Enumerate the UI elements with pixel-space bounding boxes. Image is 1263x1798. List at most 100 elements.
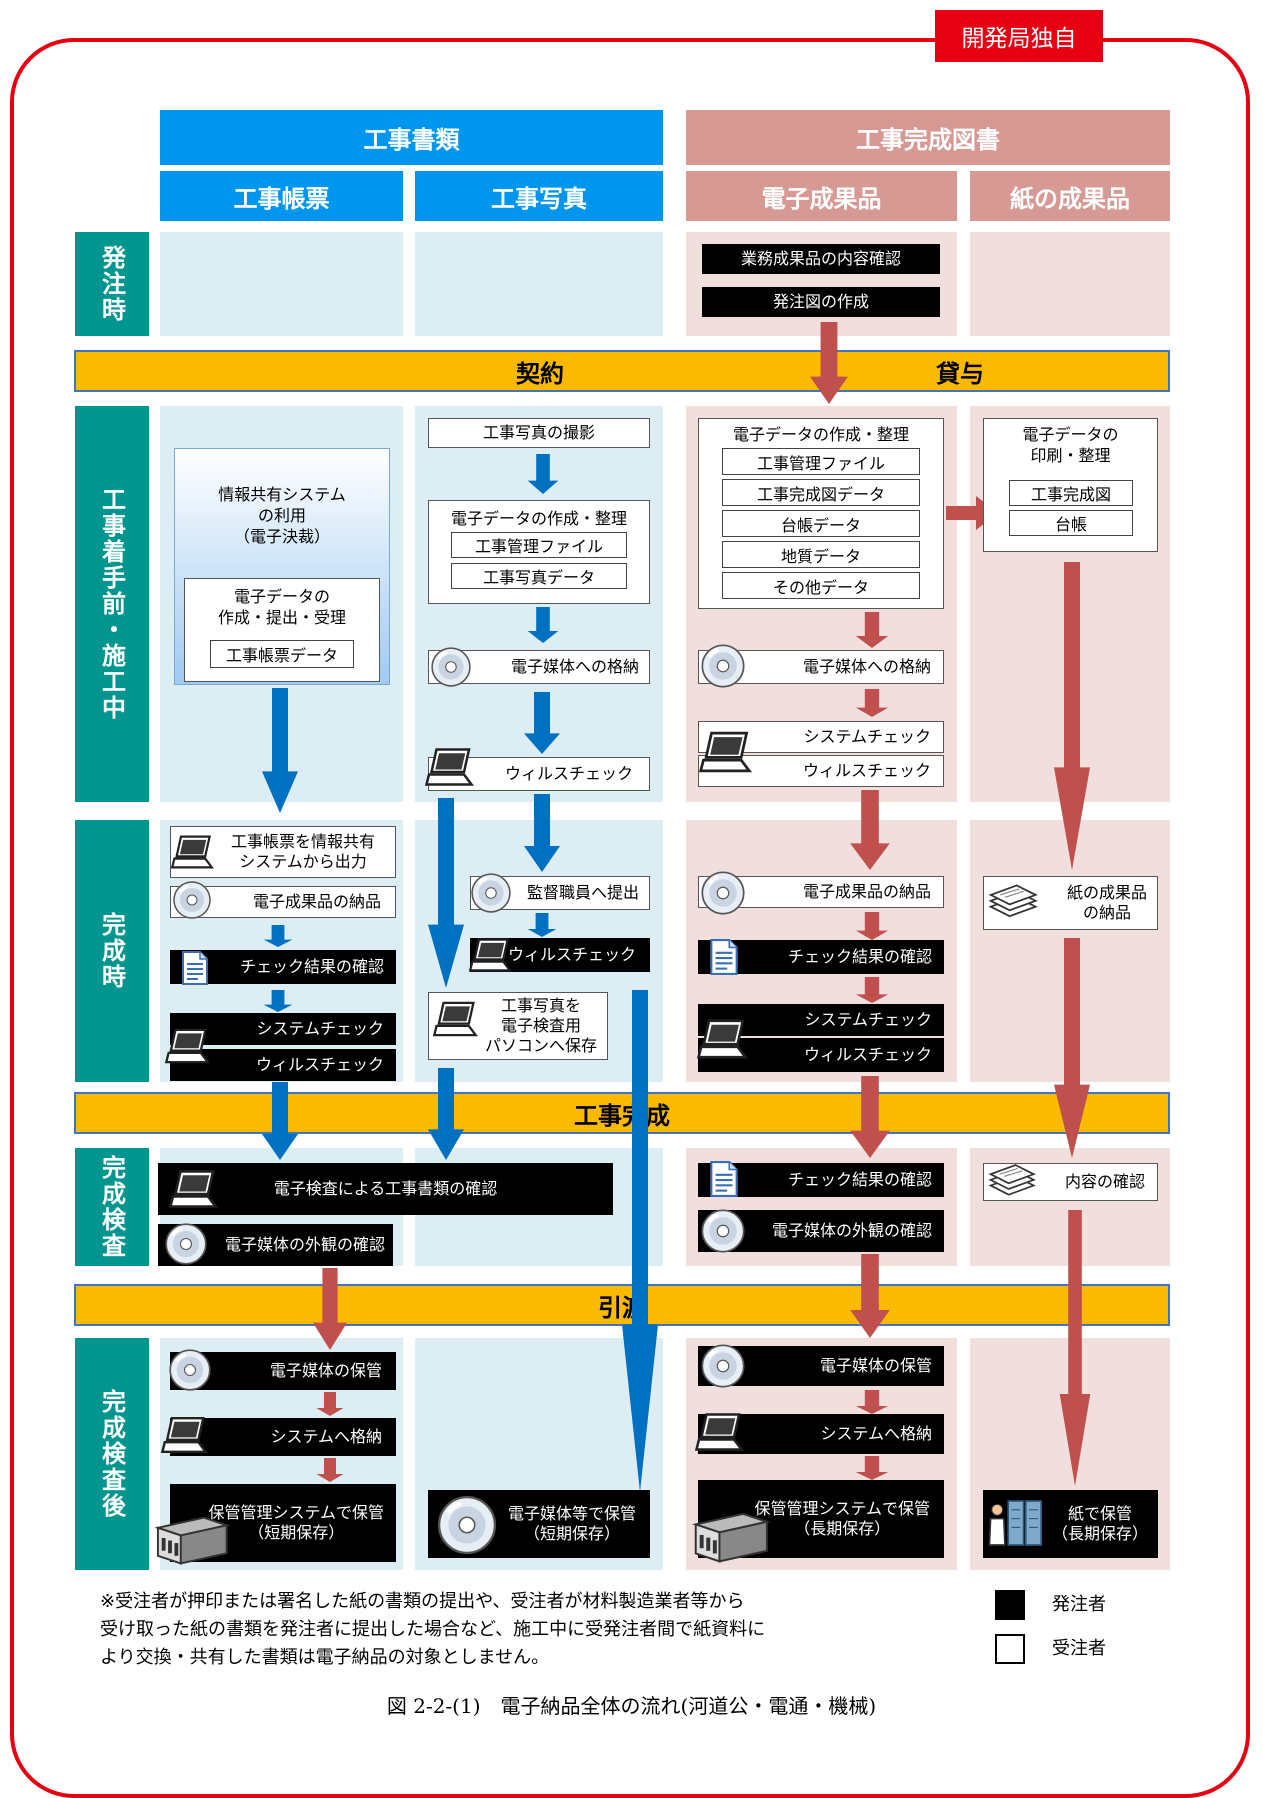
laptop-icon [433, 1001, 477, 1037]
header-kansei-zusho: 工事完成図書 [686, 110, 1170, 165]
box-kami-daichou: 台帳 [1009, 510, 1133, 536]
denshi-data-title: 電子データの作成・整理 [732, 425, 909, 444]
box-denshi-kensa: 電子検査による工事書類の確認 [158, 1163, 613, 1215]
cd-icon [172, 880, 212, 920]
box-gyomu-kakunin: 業務成果品の内容確認 [702, 244, 940, 274]
header-chouhyou: 工事帳票 [160, 171, 403, 221]
row-kansei: 完成時 [75, 820, 149, 1082]
cell-bg [415, 232, 663, 336]
cd-icon [700, 1208, 746, 1254]
box-denshi-item: 工事完成図データ [722, 479, 920, 506]
band-keiyaku-label: 契約 [516, 359, 564, 388]
arrow-blue-down [263, 990, 293, 1012]
box-chouhyou-system-kakunou: システムへ格納 [170, 1418, 396, 1456]
arrow-red-down [850, 1254, 890, 1338]
arrow-red-down [1054, 562, 1090, 870]
chouhyou-denshi-title: 電子データの 作成・提出・受理 [217, 587, 346, 627]
server-rack-icon [988, 1500, 1043, 1546]
arrow-blue-down [527, 454, 559, 494]
server-icon [694, 1512, 768, 1563]
arrow-red-down [316, 1458, 344, 1482]
band-kouji-kansei: 工事完成 [74, 1092, 1170, 1134]
arrow-blue-down [524, 794, 560, 872]
box-chouhyou-system-check: システムチェック [170, 1013, 396, 1045]
band-keiyaku: 契約 貸与 [74, 350, 1170, 392]
box-denshi-item: 台帳データ [722, 510, 920, 537]
box-shashin-satsuei: 工事写真の撮影 [428, 418, 650, 448]
arrow-blue-down [263, 925, 293, 947]
arrow-blue-down [262, 688, 298, 813]
arrow-blue-down [428, 1068, 464, 1160]
laptop-icon [699, 731, 751, 773]
server-icon [156, 1516, 228, 1565]
header-denshi-seika: 電子成果品 [686, 171, 957, 221]
laptop-icon [169, 1170, 217, 1208]
header-kouji-shorui: 工事書類 [160, 110, 663, 165]
box-hacchuzu: 発注図の作成 [702, 287, 940, 317]
box-denshi-system-kakunou: システムへ格納 [698, 1414, 944, 1454]
arrow-red-down [850, 790, 890, 870]
cd-icon [168, 1348, 212, 1392]
document-icon [182, 951, 208, 985]
arrow-red-down [855, 1456, 889, 1480]
kaihatsu-tag: 開発局独自 [935, 10, 1103, 62]
legend-swatch-hacchusha [995, 1590, 1025, 1620]
arrow-blue-down [262, 1082, 298, 1160]
laptop-icon [695, 1413, 743, 1451]
cd-icon [700, 870, 746, 916]
arrow-red-down [855, 689, 889, 717]
cell-bg [970, 232, 1170, 336]
papers-icon [989, 1164, 1035, 1196]
papers-icon [989, 884, 1037, 918]
laptop-icon [425, 748, 473, 786]
box-denshi-check-kekka: チェック結果の確認 [698, 940, 944, 974]
row-kensa-go: 完成検査後 [75, 1338, 149, 1570]
header-kami-seika: 紙の成果品 [970, 171, 1170, 221]
arrow-blue-down [622, 990, 658, 1492]
arrow-red-down [810, 322, 848, 404]
laptop-icon [170, 835, 214, 869]
box-denshi-item: 工事管理ファイル [722, 448, 920, 475]
arrow-blue-down [527, 913, 557, 937]
box-shashin-data: 工事写真データ [451, 563, 627, 589]
legend-hacchusha: 発注者 [1052, 1594, 1106, 1615]
shashin-denshi-title: 電子データの作成・整理 [450, 509, 627, 528]
cell-bg [160, 232, 403, 336]
header-shashin: 工事写真 [415, 171, 663, 221]
arrow-red-down [312, 1268, 348, 1350]
arrow-red-down [855, 612, 889, 648]
row-kensa: 完成検査 [75, 1148, 149, 1266]
document-icon [710, 1161, 738, 1197]
figure-caption: 図 2-2-(1) 電子納品全体の流れ(河道公・電通・機械) [386, 1694, 877, 1718]
laptop-icon [165, 1028, 209, 1064]
box-chouhyou-data: 工事帳票データ [210, 640, 354, 668]
info-system-title: 情報共有システム の利用 （電子決裁） [218, 485, 346, 546]
cd-icon [470, 872, 512, 914]
arrow-blue-down [428, 798, 464, 988]
arrow-red-down [855, 912, 889, 940]
laptop-icon [161, 1416, 207, 1454]
row-chakushu: 工事着手前・施工中 [75, 406, 149, 802]
cd-icon [430, 646, 472, 688]
arrow-red-down [1059, 1210, 1091, 1486]
row-hacchu: 発注時 [75, 232, 149, 336]
arrow-red-down [850, 1076, 890, 1158]
cd-icon [436, 1494, 498, 1556]
arrow-red-down [855, 1390, 889, 1414]
cd-icon [700, 1343, 746, 1389]
legend-swatch-juchusha [995, 1634, 1025, 1664]
band-taiyo-label: 貸与 [936, 359, 984, 388]
legend-juchusha: 受注者 [1052, 1638, 1106, 1659]
footnote: ※受注者が押印または署名した紙の書類の提出や、受注者が材料製造業者等から 受け取… [100, 1591, 766, 1668]
box-shashin-kanri-file: 工事管理ファイル [451, 532, 627, 558]
kami-data-title: 電子データの 印刷・整理 [1022, 425, 1119, 465]
box-kami-kanseizu: 工事完成図 [1009, 480, 1133, 506]
laptop-icon [696, 1019, 748, 1059]
box-chouhyou-shutsuryoku: 工事帳票を情報共有 システムから出力 [170, 826, 396, 878]
box-denshi-item: その他データ [722, 572, 920, 599]
band-hikiwatashi: 引渡 [74, 1284, 1170, 1326]
document-icon [710, 939, 738, 975]
laptop-icon [469, 938, 511, 972]
arrow-red-down [855, 977, 889, 1003]
cd-icon [700, 643, 746, 689]
